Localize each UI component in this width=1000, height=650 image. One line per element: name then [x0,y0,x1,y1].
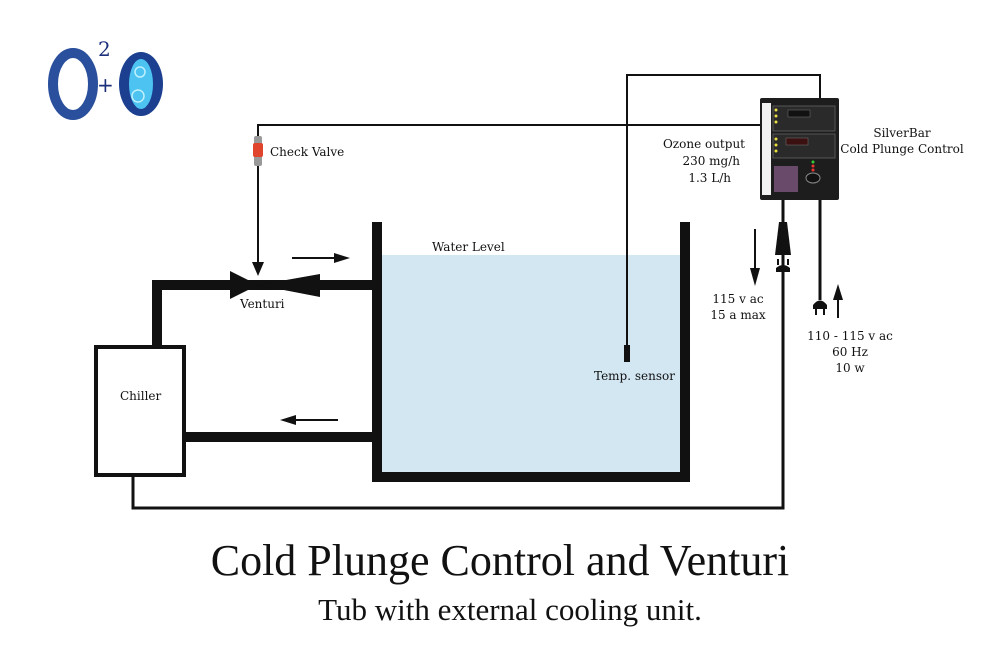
svg-text:2: 2 [98,37,111,61]
ozone-flow-label: 1.3 L/h [688,171,731,185]
svg-text:+: + [97,73,114,97]
diagram-title: Cold Plunge Control and Venturi [211,536,790,585]
diagram-subtitle: Tub with external cooling unit. [318,592,702,627]
temp-sensor-probe [624,345,630,362]
controller-name-label: SilverBar [873,126,930,140]
chiller-plug-icon [776,259,790,272]
o2-plus-o-logo: 2 + [48,37,163,120]
ozone-tube [257,124,760,272]
ozone-output-label: Ozone output [663,137,745,151]
temp-sensor-label: Temp. sensor [594,369,675,383]
chiller-power-cord [131,200,785,510]
controller-desc-label: Cold Plunge Control [840,142,964,156]
ozone-tube-arrowhead [252,262,264,276]
outlet-current-label: 15 a max [710,308,766,322]
water [382,255,680,472]
silverbar-controller [760,98,839,200]
input-frequency-label: 60 Hz [832,345,868,359]
power-out-arrow-icon [750,229,760,286]
input-wattage-label: 10 w [835,361,865,375]
check-valve-label: Check Valve [270,145,344,159]
ozone-rate-label: 230 mg/h [682,154,740,168]
outlet-voltage-label: 115 v ac [712,292,763,306]
chiller-unit [94,345,186,477]
water-level-label: Water Level [432,240,505,254]
check-valve-icon [253,136,263,166]
tub [372,222,690,482]
venturi-icon [230,271,320,299]
supply-pipe [152,280,372,347]
venturi-label: Venturi [239,297,285,311]
temp-sensor-wire [626,74,821,345]
chiller-label: Chiller [120,389,162,403]
controller-plug-icon [813,300,827,315]
power-in-arrow-icon [833,284,843,318]
outlet-socket-icon [775,222,791,255]
flow-arrow-left-icon [280,415,338,425]
input-voltage-label: 110 - 115 v ac [807,329,893,343]
flow-arrow-right-icon [292,253,350,263]
